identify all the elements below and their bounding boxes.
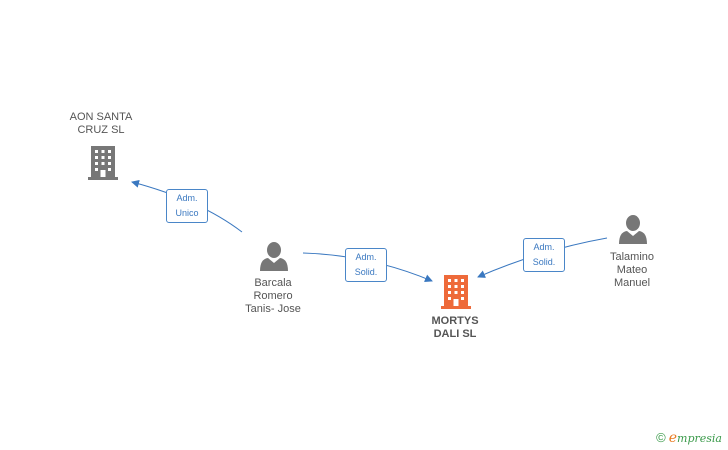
empresia-logo: © empresia <box>656 430 722 446</box>
person-icon[interactable] <box>619 215 647 244</box>
edge-label-line: Solid. <box>354 267 378 277</box>
brand-initial: e <box>668 430 678 446</box>
edge-label-talamino-mortys: Adm. Solid. <box>523 238 565 272</box>
building-icon[interactable] <box>88 146 118 180</box>
node-label-line: DALI SL <box>433 328 477 340</box>
node-label-line: AON SANTA <box>69 111 133 123</box>
edge-label-line: Solid. <box>532 257 556 267</box>
main-building-icon[interactable] <box>441 275 471 309</box>
node-label-line: Manuel <box>613 277 651 289</box>
node-label-line: MORTYS <box>431 315 479 327</box>
person-icon[interactable] <box>260 242 288 271</box>
edge-label-line: Unico <box>175 208 199 218</box>
node-label-line: Romero <box>253 290 293 302</box>
node-label-talamino[interactable]: Talamino Mateo Manuel <box>592 251 672 290</box>
edge-label-line: Adm. <box>176 193 198 203</box>
node-label-aon[interactable]: AON SANTA CRUZ SL <box>60 111 142 137</box>
node-label-line: Barcala <box>254 277 292 289</box>
copyright-symbol: © <box>656 430 666 445</box>
node-label-line: Mateo <box>616 264 648 276</box>
edge-label-barcala-mortys: Adm. Solid. <box>345 248 387 282</box>
node-label-line: Tanis- Jose <box>245 303 301 315</box>
node-label-line: CRUZ SL <box>77 124 125 136</box>
node-label-line: Talamino <box>609 251 655 263</box>
edge-label-line: Adm. <box>355 252 377 262</box>
node-label-mortys[interactable]: MORTYS DALI SL <box>414 315 496 341</box>
node-label-barcala[interactable]: Barcala Romero Tanis- Jose <box>232 277 314 316</box>
brand-name: mpresia <box>677 432 722 445</box>
edge-label-line: Adm. <box>533 242 555 252</box>
edge-label-barcala-aon: Adm. Unico <box>166 189 208 223</box>
